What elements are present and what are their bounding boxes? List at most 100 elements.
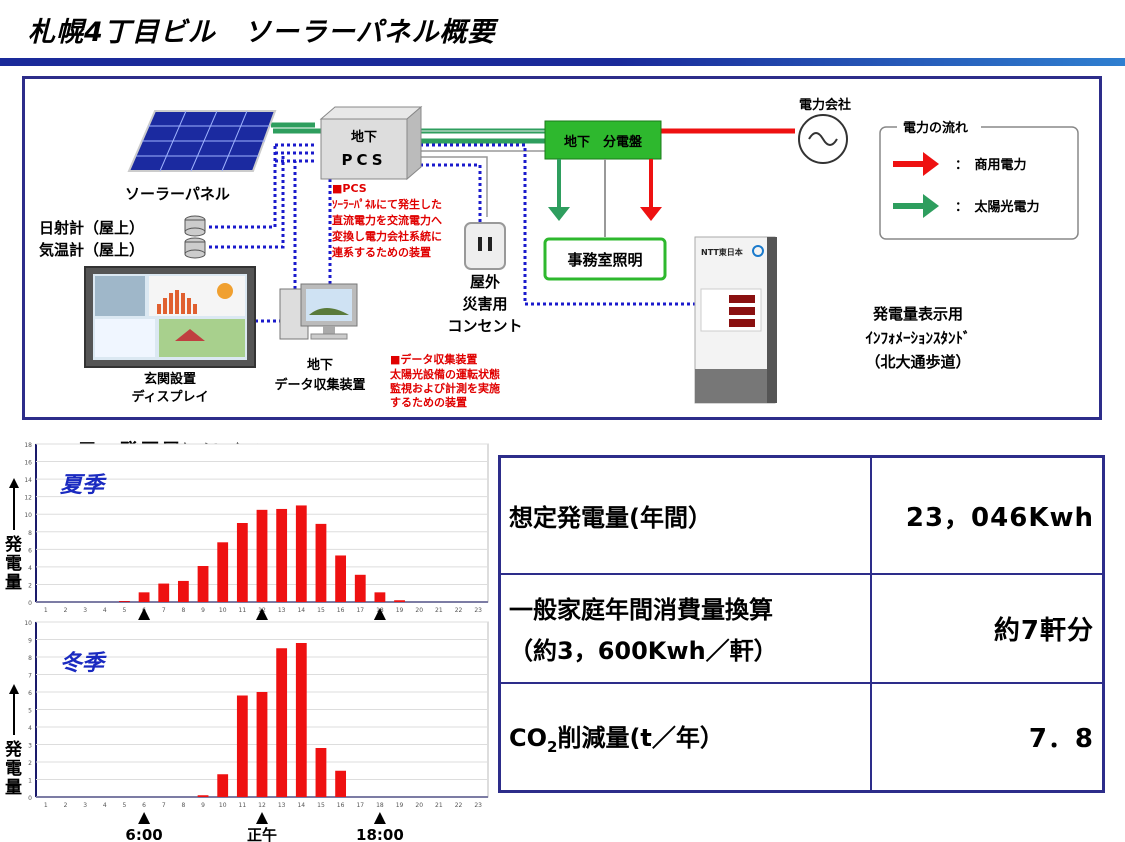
x-tick-label-winter: 6 [142,802,146,809]
table-row: CO2削減量(t／年） 7．8 [498,681,1105,793]
x-tick-label-winter: 10 [219,802,227,809]
bar-summer-17 [354,574,366,602]
x-tick-label-summer: 2 [64,607,68,614]
y-tick-label-summer: 4 [28,565,32,572]
bar-winter-10 [217,774,229,797]
legend-solar-label: ： 太陽光電力 [955,199,1040,215]
x-tick-label-summer: 11 [239,607,247,614]
bar-summer-11 [236,523,248,602]
legend-title: 電力の流れ [903,120,968,136]
data-collector-label-2: データ収集装置 [274,377,365,393]
x-tick-label-winter: 9 [201,802,205,809]
y-tick-label-summer: 8 [28,530,32,537]
data-lines [209,143,695,323]
office-lighting-box [543,237,667,281]
bar-summer-18 [374,592,386,602]
time-marker-summer [138,608,151,620]
legend-commercial-arrow [923,152,939,176]
y-tick-label-summer: 12 [24,495,32,502]
household-equivalent-line1: 一般家庭年間消費量換算 [509,596,773,625]
time-marker-winter [373,812,386,824]
x-tick-label-summer: 22 [455,607,463,614]
annual-generation-value: 23，046Kwh [870,455,1105,575]
bar-summer-5 [119,601,130,602]
co2-reduction-label: CO2削減量(t／年） [498,681,872,793]
x-tick-label-summer: 20 [415,607,423,614]
y-tick-label-winter: 6 [28,690,32,697]
title-rule [0,58,1125,66]
diagram-svg: ソーラーパネル 地下 PCS ■PCS ｿｰﾗｰﾊﾟﾈﾙにて発生した 直流電力を… [39,97,1079,409]
pcs-unit-icon [319,105,423,181]
distribution-board-label: 地下 分電盤 [564,134,643,150]
x-tick-label-summer: 19 [396,607,404,614]
commercial-arrow-down [640,207,662,221]
y-tick-label-winter: 0 [28,795,32,802]
x-tick-label-winter: 3 [83,802,87,809]
x-tick-label-summer: 8 [181,607,185,614]
pcs-note-2: ｿｰﾗｰﾊﾟﾈﾙにて発生した [332,197,442,211]
bar-summer-13 [276,508,288,602]
bar-summer-9 [197,566,209,602]
bar-summer-10 [217,542,229,602]
bar-summer-12 [256,509,268,602]
stand-label-3: （北大通歩道） [865,353,970,371]
time-marker-label-winter: 6:00 [125,826,162,842]
data-note-3: 監視および計測を実施 [390,381,500,395]
outlet-label-1: 屋外 [470,273,500,291]
outlet-icon [464,222,506,270]
x-tick-label-winter: 11 [239,802,247,809]
y-axis-label-winter [9,684,19,735]
season-label-summer: 夏季 [60,473,107,498]
time-marker-summer [256,608,268,620]
y-tick-label-winter: 2 [28,760,32,767]
solar-arrow-down [548,207,570,221]
household-equivalent-line2: （約3，600Kwh／軒） [509,637,778,666]
time-marker-label-winter: 正午 [247,826,277,842]
bar-winter-11 [236,695,248,797]
co2-label-pre: CO [509,723,548,752]
x-tick-label-winter: 20 [415,802,423,809]
solar-panel-icon [127,110,277,172]
thermometer-label: 気温計（屋上） [39,241,144,259]
x-tick-label-summer: 5 [123,607,127,614]
pcs-note-5: 連系するための装置 [332,245,431,259]
y-axis-label-summer-3: 量 [5,572,22,593]
bar-summer-19 [394,600,405,602]
power-company-label: 電力会社 [799,97,851,113]
stand-label-1: 発電量表示用 [872,305,963,323]
x-tick-label-winter: 13 [278,802,286,809]
display-label-2: ディスプレイ [131,389,208,405]
y-tick-label-winter: 4 [28,725,32,732]
x-tick-label-winter: 12 [258,802,266,809]
x-tick-label-winter: 16 [337,802,345,809]
x-tick-label-summer: 23 [474,607,482,614]
entrance-display-icon [84,266,256,368]
y-tick-label-summer: 6 [28,547,32,554]
y-axis-label-winter-3: 量 [5,777,22,798]
stand-label-2: ｲﾝﾌｫﾒｰｼｮﾝｽﾀﾝﾄﾞ [865,329,970,347]
y-tick-label-winter: 10 [24,620,32,627]
x-tick-label-winter: 23 [474,802,482,809]
season-label-winter: 冬季 [60,651,107,676]
x-tick-label-summer: 9 [201,607,205,614]
x-tick-label-winter: 14 [297,802,305,809]
data-note-1: ■データ収集装置 [390,352,477,366]
info-stand-icon [694,236,777,404]
x-tick-label-winter: 2 [64,802,68,809]
table-row: 一般家庭年間消費量換算 （約3，600Kwh／軒） 約7軒分 [498,572,1105,684]
time-marker-winter [256,812,268,824]
y-tick-label-winter: 7 [28,673,32,680]
time-marker-summer [373,608,386,620]
y-tick-label-summer: 16 [24,460,32,467]
co2-reduction-value: 7．8 [870,681,1105,793]
x-tick-label-winter: 5 [123,802,127,809]
y-tick-label-summer: 10 [24,512,32,519]
y-tick-label-summer: 0 [28,600,32,607]
display-label-1: 玄関設置 [144,371,196,387]
y-tick-label-winter: 5 [28,708,32,715]
charts-svg: 発 電 量 発 電 量 0246810121416181234567891011… [4,442,489,842]
annual-generation-label: 想定発電量(年間） [498,455,872,575]
legend-solar-arrow [923,194,939,218]
x-tick-label-winter: 15 [317,802,325,809]
x-tick-label-summer: 7 [162,607,166,614]
